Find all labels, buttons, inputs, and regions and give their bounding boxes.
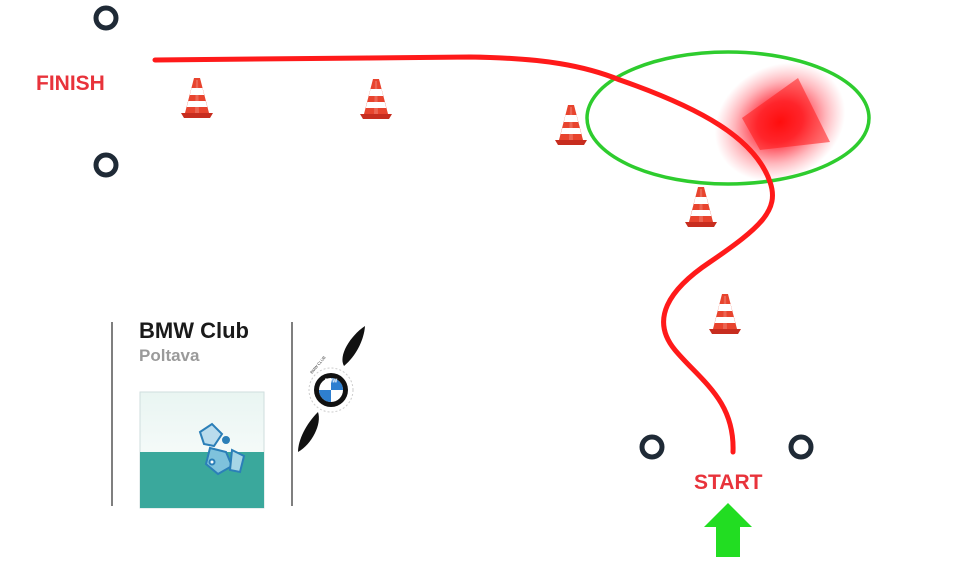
tire-marker-icon [96,8,116,28]
traffic-cone-icon [360,79,392,119]
bmw-roundel-icon: BMW BMW CLUB [298,326,365,452]
city-emblem-icon [198,422,246,476]
roundel-letters: BMW [325,379,338,385]
danger-zone-outline [585,50,871,186]
club-logo: BMW Club Poltava BMW BMW CLUB [111,318,365,509]
impact-zone [714,62,846,182]
start-label: START [694,471,763,494]
traffic-cone-icon [555,105,587,145]
route-path [152,54,775,455]
roundel-ring-text: BMW CLUB [309,355,327,375]
tire-marker-icon [96,155,116,175]
traffic-cone-icon [685,187,717,227]
logo-title: BMW Club [139,318,249,343]
finish-label: FINISH [36,72,105,95]
traffic-cone-icon [709,294,741,334]
tire-marker-icon [642,437,662,457]
logo-subtitle: Poltava [139,346,200,365]
arrow-up-icon [704,503,752,557]
traffic-cone-icon [181,78,213,118]
tire-marker-icon [791,437,811,457]
